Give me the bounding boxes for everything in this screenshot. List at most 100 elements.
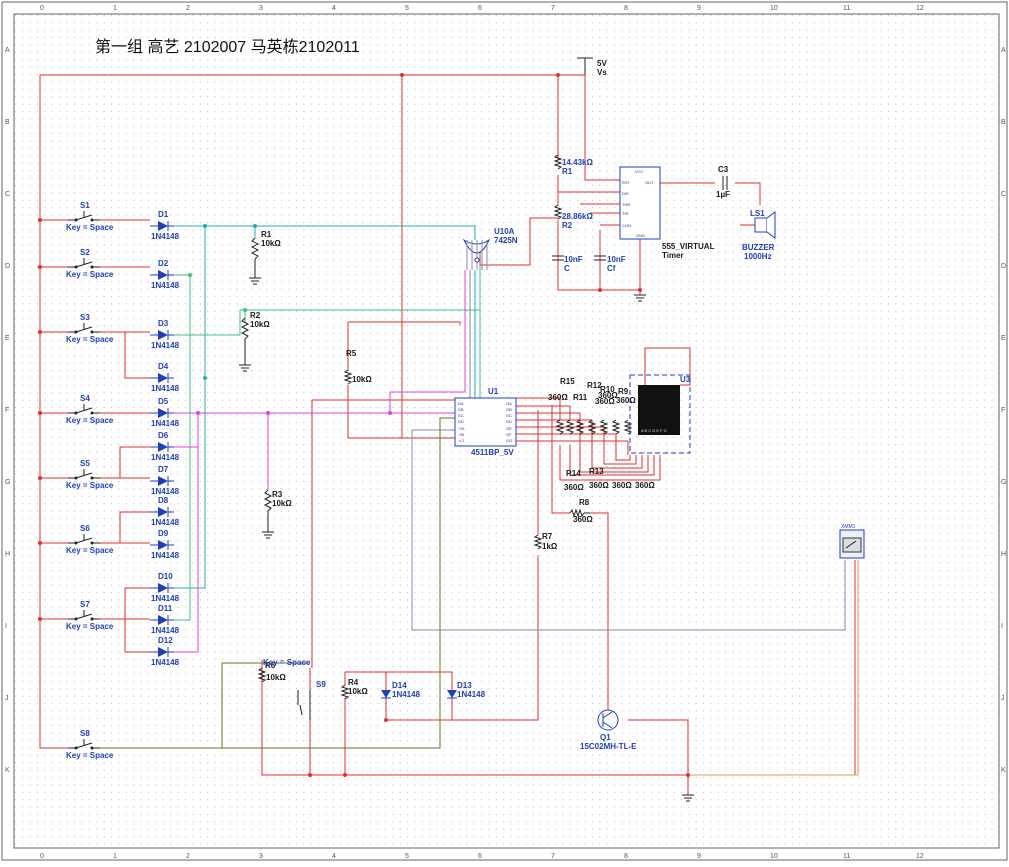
ruler-col-label: 7 — [551, 853, 555, 860]
diode-part: 1N4148 — [151, 341, 180, 350]
r7-label: R7 — [542, 532, 553, 541]
switch-key: Key = Space — [66, 481, 114, 490]
r2-label: R2 — [250, 311, 261, 320]
diode-branch-wires — [100, 219, 150, 653]
svg-text:OUT: OUT — [645, 180, 654, 185]
diode-part: 1N4148 — [151, 232, 180, 241]
ruler-col-label: 7 — [551, 5, 555, 12]
resistor-r1: R1 10kΩ — [249, 230, 281, 285]
capacitor-c: 10nF C — [552, 255, 583, 273]
ruler-row-label: G — [1001, 479, 1006, 486]
diode-label: D5 — [158, 397, 169, 406]
ruler-col-label: 11 — [843, 5, 850, 12]
r12-label: R12 — [587, 381, 602, 390]
c3-value: 1µF — [716, 190, 730, 199]
ruler-row-label: J — [5, 695, 9, 702]
switch-label: S8 — [80, 729, 90, 738]
diode-label: D11 — [158, 604, 173, 613]
q1-part: 15C02MH-TL-E — [580, 742, 637, 751]
ruler-col-label: 1 — [113, 853, 117, 860]
r13-label: R13 — [589, 467, 604, 476]
probe-label: XMM1 — [841, 524, 856, 530]
ruler-col-label: 0 — [40, 5, 44, 12]
ruler-col-label: 4 — [332, 5, 336, 12]
c3-label: C3 — [718, 165, 729, 174]
svg-text:DB: DB — [458, 407, 464, 412]
resistor-r6: R6 10kΩ — [257, 661, 286, 683]
display-segments: A B C D E F G — [641, 428, 667, 433]
ruler-col-label: 10 — [770, 853, 778, 860]
resistor-r5: R5 10kΩ — [343, 349, 372, 385]
svg-text:DA: DA — [458, 401, 464, 406]
timer-resistor-r1: 14.43kΩ R1 — [553, 154, 593, 176]
buzzer-ls1: LS1 BUZZER 1000Hz — [742, 209, 776, 261]
ruler-row-label: I — [5, 623, 7, 630]
q1-label: Q1 — [600, 733, 611, 742]
r13-value: 360Ω — [589, 481, 609, 490]
svg-text:CON: CON — [622, 223, 631, 228]
r8-label: R8 — [579, 498, 590, 507]
ruler-col-label: 12 — [916, 853, 924, 860]
ruler-row-label: J — [1001, 695, 1005, 702]
ruler-row-label: I — [1001, 623, 1003, 630]
diode-d13: D13 1N4148 — [447, 681, 486, 699]
diode-label: D1 — [158, 210, 169, 219]
junction-dots — [38, 73, 690, 777]
d14-part: 1N4148 — [392, 690, 421, 699]
r1-label: R1 — [261, 230, 272, 239]
svg-text:DC: DC — [458, 413, 464, 418]
ruler-col-label: 6 — [478, 853, 482, 860]
c-value: 10nF — [564, 255, 583, 264]
u10a-part: 7425N — [494, 236, 518, 245]
r1-value: 10kΩ — [261, 239, 281, 248]
ruler-col-label: 3 — [259, 5, 263, 12]
switch-label: S3 — [80, 313, 90, 322]
ruler-col-label: 9 — [697, 5, 701, 12]
r8-value: 360Ω — [573, 515, 593, 524]
diode-part: 1N4148 — [151, 626, 180, 635]
ruler-col-label: 2 — [186, 853, 190, 860]
diode-part: 1N4148 — [151, 551, 180, 560]
svg-text:THR: THR — [622, 202, 630, 207]
r6-value: 10kΩ — [266, 673, 286, 682]
ruler-row-label: B — [1001, 119, 1006, 126]
svg-text:~LT: ~LT — [458, 438, 465, 443]
r10-value: 360Ω — [595, 397, 615, 406]
switch-label: S7 — [80, 600, 90, 609]
red-wires — [39, 74, 856, 795]
diode-label: D10 — [158, 572, 173, 581]
svg-text:DD: DD — [458, 419, 464, 424]
r15-label: R15 — [560, 377, 575, 386]
diode-part: 1N4148 — [151, 419, 180, 428]
r14-label: R14 — [566, 469, 581, 478]
r9-value: 360Ω — [616, 396, 636, 405]
power-value: 5V — [597, 59, 607, 68]
ruler-col-label: 6 — [478, 5, 482, 12]
multimeter-probe[interactable]: XMM1 — [839, 524, 865, 559]
ruler-col-label: 1 — [113, 5, 117, 12]
svg-text:~EL: ~EL — [458, 426, 466, 431]
diode-label: D9 — [158, 529, 169, 538]
diode-part: 1N4148 — [151, 658, 180, 667]
ruler-row-label: D — [5, 263, 10, 270]
capacitor-cf: 10nF Cf — [594, 255, 626, 273]
diode-part: 1N4148 — [151, 518, 180, 527]
r5-value: 10kΩ — [352, 375, 372, 384]
switch-s9[interactable]: S9 — [297, 680, 326, 720]
r9-label: R9 — [618, 387, 629, 396]
power-5v: 5V Vs — [577, 57, 607, 77]
timer-part: 555_VIRTUAL — [662, 242, 715, 251]
r6-label: R6 — [265, 661, 276, 670]
ruler-col-label: 5 — [405, 5, 409, 12]
